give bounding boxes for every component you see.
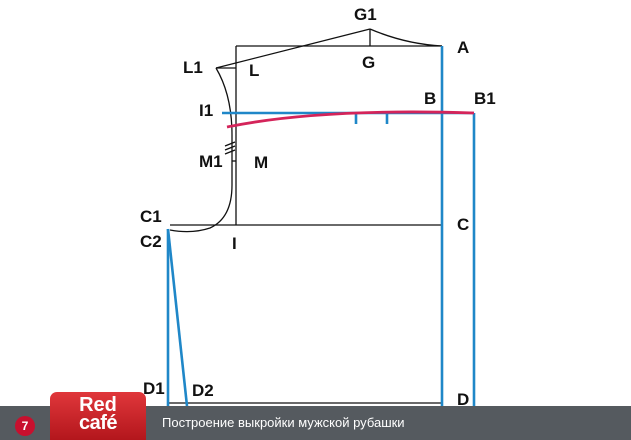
label-G1: G1 — [354, 5, 377, 24]
slide-number-badge: 7 — [15, 416, 35, 436]
label-C2: C2 — [140, 232, 162, 251]
redcafe-logo[interactable]: Red café — [50, 392, 146, 440]
neck-curve-G1-A — [369, 28, 443, 47]
logo-text-red: Red — [79, 394, 117, 416]
shoulder-line-L1-G1 — [215, 28, 371, 69]
label-C1: C1 — [140, 207, 162, 226]
yoke-curve — [226, 110, 475, 129]
label-G: G — [362, 53, 375, 72]
notch-2 — [224, 145, 236, 151]
label-L: L — [249, 61, 259, 80]
notch-1 — [224, 141, 236, 147]
construction-lines — [168, 28, 443, 404]
blue-lines — [166, 46, 476, 407]
label-B: B — [424, 89, 436, 108]
notch-3 — [224, 149, 236, 155]
armhole-curve — [169, 67, 233, 233]
slanted-line-C2-D2 — [166, 228, 189, 407]
label-D: D — [457, 390, 469, 409]
slide-caption: Построение выкройки мужской рубашки — [162, 415, 405, 430]
label-B1: B1 — [474, 89, 496, 108]
logo-text-cafe: café — [78, 412, 118, 434]
label-C: C — [457, 215, 469, 234]
label-L1: L1 — [183, 58, 203, 77]
footer-bar: 7 Red café Построение выкройки мужской р… — [0, 392, 631, 440]
point-labels: G1 A G L1 L I1 B B1 M1 M C1 C C2 I D1 D2… — [140, 5, 496, 409]
label-M: M — [254, 153, 268, 172]
label-I: I — [232, 234, 237, 253]
label-I1: I1 — [199, 101, 213, 120]
label-M1: M1 — [199, 152, 223, 171]
label-D2: D2 — [192, 381, 214, 400]
label-D1: D1 — [143, 379, 165, 398]
label-A: A — [457, 38, 469, 57]
